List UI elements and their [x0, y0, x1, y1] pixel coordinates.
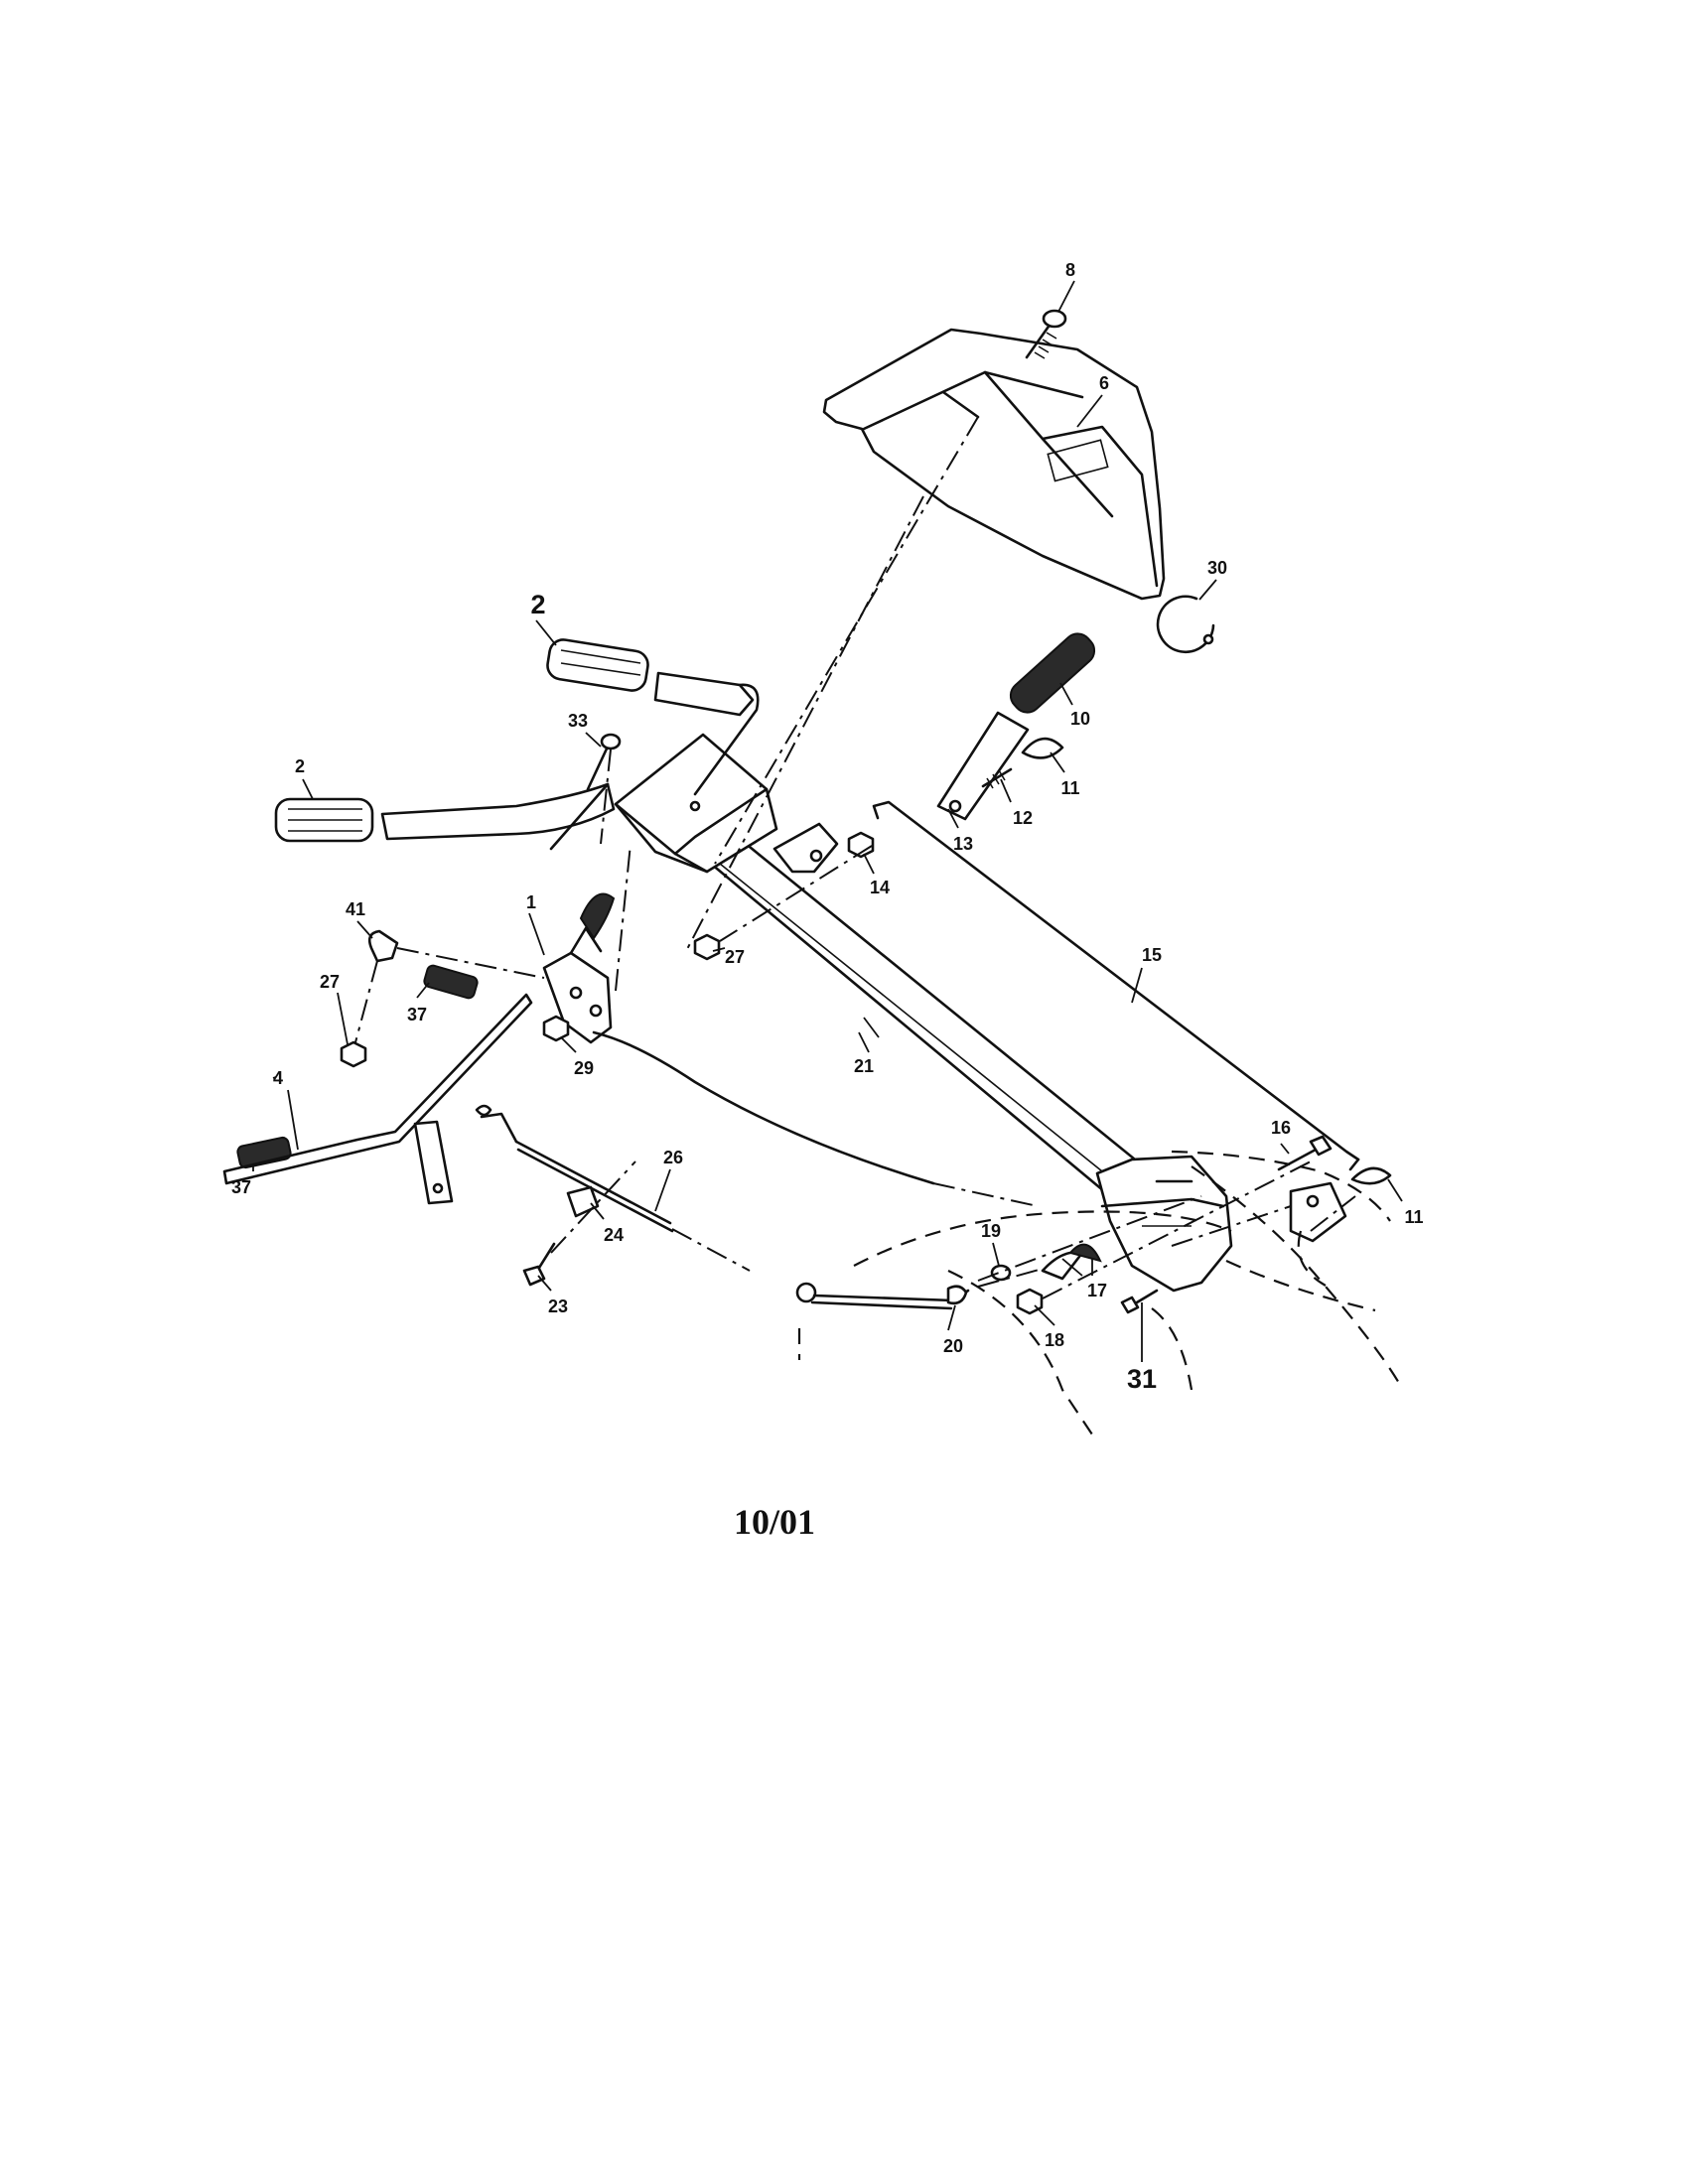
part-10-lever-grip: [1009, 632, 1096, 714]
part-12-bolt: [981, 767, 1013, 789]
callout-10: 10: [1070, 709, 1090, 729]
part-37-spring-upper: [423, 964, 479, 1000]
callout-26: 26: [663, 1148, 683, 1167]
callout-23: 23: [548, 1297, 568, 1316]
part-27-nut-left: [340, 1040, 367, 1068]
part-41-clip: [367, 929, 399, 963]
part-21-handle-tube: [614, 733, 1142, 1193]
callout-15: 15: [1142, 945, 1162, 965]
callout-29: 29: [574, 1058, 594, 1078]
bottom-housing: [1095, 1155, 1233, 1293]
callout-1: 1: [526, 892, 536, 912]
part-6-shield: [822, 328, 1166, 601]
callout-4: 4: [273, 1068, 283, 1088]
callout-12: 12: [1013, 808, 1033, 828]
part-8-screw: [1025, 309, 1067, 359]
callout-numbers: 8 6 30 2 2 33 10 11 12 13 14 15 1 41 27 …: [231, 260, 1424, 1394]
callout-14: 14: [870, 878, 890, 897]
part-4-rod: [222, 993, 533, 1205]
callout-17: 17: [1087, 1281, 1107, 1300]
callout-27-left: 27: [320, 972, 340, 992]
callout-20: 20: [943, 1336, 963, 1356]
part-37-spring-lower: [236, 1136, 292, 1169]
handlebar: [380, 671, 760, 851]
part-29-nut: [542, 1015, 570, 1042]
cable-upper: [592, 1030, 935, 1185]
callout-33: 33: [568, 711, 588, 731]
revision-date: 10/01: [733, 1502, 815, 1542]
part-11-clip-lower: [1350, 1166, 1392, 1185]
callout-6: 6: [1099, 373, 1109, 393]
leader-lines: [252, 280, 1403, 1362]
part-30-retaining-ring: [1156, 595, 1215, 654]
callout-11-lower: 11: [1404, 1207, 1423, 1227]
part-15-rod: [872, 800, 1360, 1171]
callout-8: 8: [1065, 260, 1075, 280]
callout-13: 13: [953, 834, 973, 854]
part-19-washer: [990, 1264, 1012, 1282]
callout-11-upper: 11: [1060, 778, 1079, 798]
part-11-clip-upper: [1021, 737, 1064, 759]
lower-bracket: [1289, 1181, 1347, 1243]
part-14-nut: [847, 831, 875, 859]
part-17-gear-segments: [1041, 1243, 1102, 1281]
phantom-outlines: [797, 1150, 1401, 1435]
callout-16: 16: [1271, 1118, 1291, 1138]
callout-21: 21: [854, 1056, 874, 1076]
part-2-lower-grip: [274, 797, 374, 843]
part-13-lever: [936, 711, 1030, 821]
callout-31: 31: [1127, 1364, 1157, 1394]
callout-24: 24: [604, 1225, 624, 1245]
callout-30: 30: [1207, 558, 1227, 578]
part-27-nut-center: [693, 933, 721, 961]
callout-2-lower: 2: [295, 756, 305, 776]
callout-37-upper: 37: [407, 1005, 427, 1024]
callout-19: 19: [981, 1221, 1001, 1241]
part-23-bolt: [522, 1242, 556, 1287]
part-33-bolt: [586, 733, 622, 791]
part-1-control-bracket: [542, 892, 616, 1044]
part-20-lever: [795, 1282, 970, 1310]
part-2-upper-grip: [546, 638, 649, 692]
callout-2-upper: 2: [530, 590, 545, 619]
part-31-bolt: [1120, 1289, 1159, 1314]
callout-37-lower: 37: [231, 1177, 251, 1197]
callout-18: 18: [1045, 1330, 1064, 1350]
callout-27-center: 27: [725, 947, 745, 967]
alignment-lines: [354, 416, 1356, 1299]
part-16-bolt: [1277, 1135, 1333, 1171]
callout-41: 41: [346, 899, 365, 919]
part-24-clip: [566, 1185, 600, 1218]
part-26-cable: [475, 1104, 751, 1272]
